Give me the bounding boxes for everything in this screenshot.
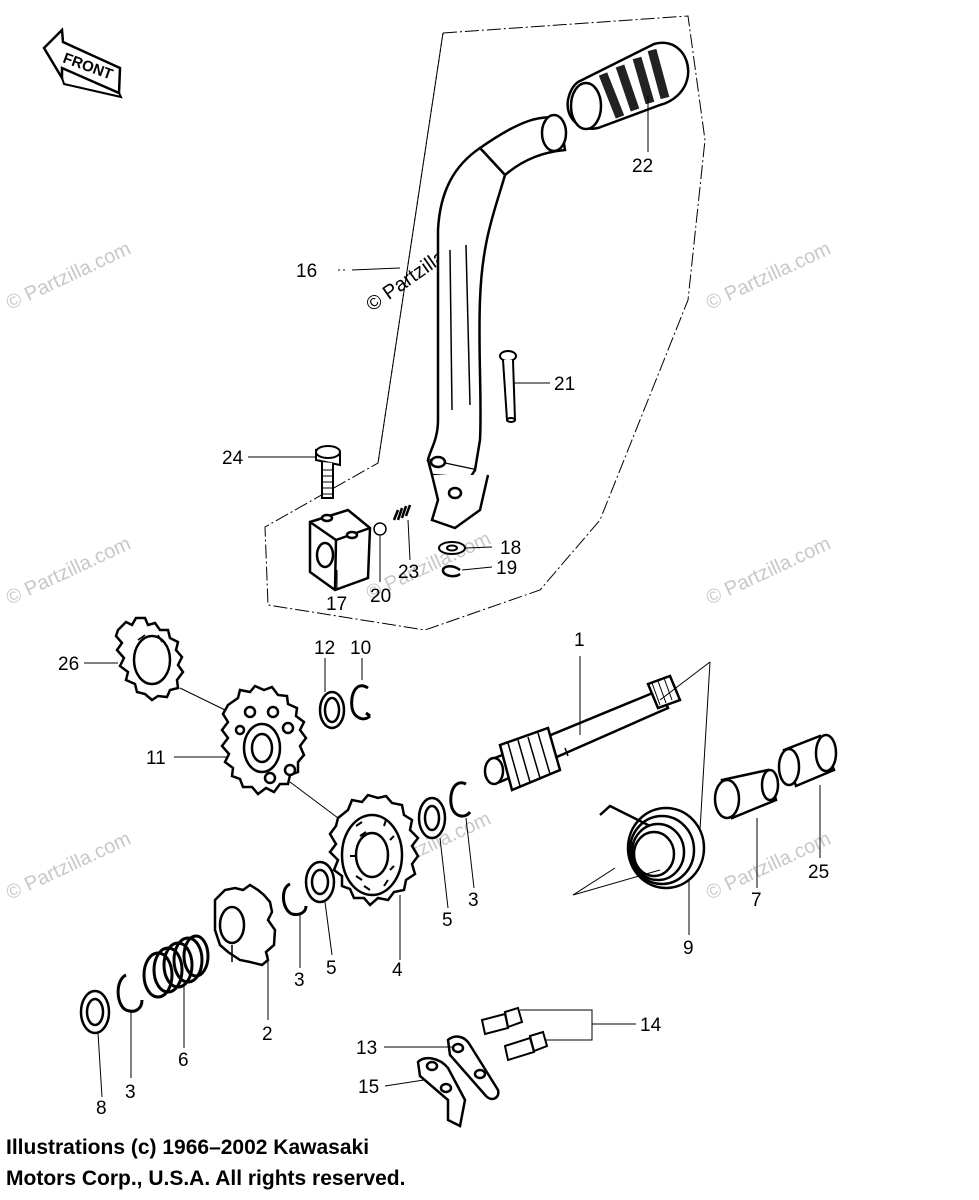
pedal-grip-rubber <box>566 41 690 131</box>
pivot-pin <box>499 350 517 423</box>
gear-11 <box>220 684 308 796</box>
callout-2: 2 <box>262 1024 273 1045</box>
kick-pedal-group-outline <box>264 15 706 631</box>
leader-lines <box>84 96 821 1098</box>
callout-5: 5 <box>326 958 337 979</box>
return-spring <box>599 804 706 890</box>
spring-guide <box>713 768 780 820</box>
callout-13: 13 <box>356 1038 377 1059</box>
callout-17: 17 <box>326 594 347 615</box>
callout-14: 14 <box>640 1015 662 1036</box>
callout-26: 26 <box>58 654 79 675</box>
copyright-line-2: Motors Corp., U.S.A. All rights reserved… <box>6 1167 406 1190</box>
callout-21: 21 <box>554 374 575 395</box>
stopper-bracket <box>446 1035 500 1101</box>
watermark: © Partzilla.com <box>3 238 134 315</box>
callout-1: 1 <box>574 630 585 651</box>
circlip-10 <box>350 684 372 721</box>
callout-22: 22 <box>632 156 653 177</box>
washer-8 <box>79 989 111 1035</box>
circlip-3-left <box>116 973 144 1013</box>
clamp-bolt <box>315 445 341 499</box>
callout-19: 19 <box>496 558 517 579</box>
callout-25: 25 <box>808 862 829 883</box>
bracket-bolt-upper <box>480 1006 524 1036</box>
ratchet-spring <box>142 934 210 999</box>
washer-5-right <box>417 796 447 840</box>
watermark: © Partzilla.com <box>703 533 834 610</box>
washer-12 <box>318 690 346 730</box>
washer-5-left <box>304 860 336 904</box>
callout-5: 5 <box>442 910 453 931</box>
callout-3: 3 <box>294 970 305 991</box>
callout-6: 6 <box>178 1050 189 1071</box>
callout-8: 8 <box>96 1098 107 1119</box>
callout-11: 11 <box>146 748 166 769</box>
detent-spring <box>392 504 412 521</box>
circlip-3-right <box>449 781 472 818</box>
callout-20: 20 <box>370 586 391 607</box>
copyright-notice: Illustrations (c) 1966–2002 Kawasaki Mot… <box>6 1132 405 1194</box>
callout-16: 16 <box>296 261 317 282</box>
callout-23: 23 <box>398 562 419 583</box>
callout-18: 18 <box>500 538 521 559</box>
detent-ball <box>373 522 387 536</box>
watermark: © Partzilla.com <box>3 828 134 905</box>
callout-3: 3 <box>468 890 479 911</box>
pedal-clamp-block <box>308 508 372 592</box>
callout-24: 24 <box>222 448 244 469</box>
watermark: © Partzilla.com <box>3 533 134 610</box>
circlip-3-middle <box>282 882 308 916</box>
callout-12: 12 <box>314 638 335 659</box>
bracket-bolt-lower <box>503 1030 549 1062</box>
kick-pedal-arm <box>426 113 568 530</box>
callout-9: 9 <box>683 938 694 959</box>
gear-4 <box>328 793 420 907</box>
spring-orientation-lines <box>572 661 711 896</box>
front-arrow-icon: FRONT <box>42 27 123 99</box>
callout-15: 15 <box>358 1077 379 1098</box>
pedal-washer <box>438 541 466 555</box>
callout-3: 3 <box>125 1082 136 1103</box>
pedal-circlip <box>441 565 461 578</box>
callout-7: 7 <box>751 890 762 911</box>
ratchet-gear <box>213 883 277 967</box>
callout-labels: 1 2 3 3 3 4 5 5 6 7 8 9 10 11 12 13 14 1… <box>58 156 829 1119</box>
copyright-line-1: Illustrations (c) 1966–2002 Kawasaki <box>6 1136 370 1159</box>
watermark: © Partzilla.com <box>703 238 834 315</box>
kick-shaft <box>483 674 682 792</box>
shaft-collar <box>777 733 838 788</box>
gear-26 <box>114 616 185 702</box>
callout-4: 4 <box>392 960 403 981</box>
callout-10: 10 <box>350 638 371 659</box>
stopper-plate <box>416 1056 467 1128</box>
